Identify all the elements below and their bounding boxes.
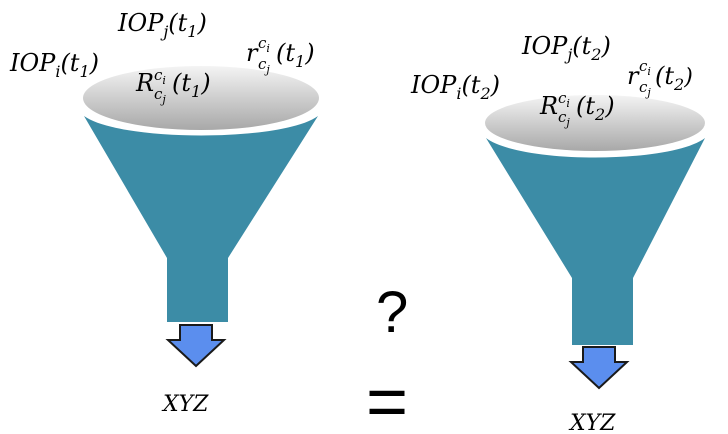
funnel-2-rim — [485, 95, 705, 151]
svg-text:(t1): (t1) — [276, 39, 315, 71]
funnel-1-output-label: XYZ — [161, 392, 209, 417]
svg-text:ci: ci — [154, 66, 166, 87]
funnel-2-r-lower-label: r ci cj (t2) — [627, 57, 693, 99]
svg-text:ci: ci — [258, 34, 270, 55]
svg-text:r: r — [627, 62, 640, 90]
funnel-2-iop-j-label: IOPj(t2) — [521, 32, 611, 64]
svg-text:r: r — [246, 39, 259, 67]
question-mark: ? — [376, 280, 408, 345]
funnel-1-rim — [83, 66, 319, 130]
svg-text:R: R — [135, 69, 154, 97]
svg-text:ci: ci — [639, 57, 651, 78]
funnel-1-iop-j-label: IOPj(t1) — [117, 9, 207, 41]
svg-text:(t1): (t1) — [172, 69, 211, 101]
svg-text:(t2): (t2) — [655, 62, 693, 94]
funnel-1-r-lower-label: r ci cj (t1) — [246, 34, 315, 76]
funnel-2-cone — [486, 138, 705, 345]
funnel-2: IOPi(t2) IOPj(t2) R ci cj (t2) r ci cj (… — [410, 32, 705, 434]
equals-sign: = — [366, 362, 408, 434]
svg-text:cj: cj — [258, 55, 270, 76]
svg-text:R: R — [539, 92, 558, 120]
funnel-2-r-upper-label: R ci cj (t2) — [539, 89, 615, 129]
svg-text:ci: ci — [558, 89, 570, 110]
funnel-1-iop-i-label: IOPi(t1) — [9, 49, 99, 81]
funnel-1-output-arrow-icon — [165, 324, 227, 368]
svg-text:cj: cj — [154, 85, 166, 106]
svg-text:cj: cj — [639, 78, 651, 99]
funnel-2-output-label: XYZ — [568, 411, 616, 434]
funnel-2-output-arrow-icon — [568, 346, 630, 390]
svg-text:cj: cj — [558, 108, 570, 129]
svg-text:(t2): (t2) — [576, 92, 615, 124]
funnel-2-iop-i-label: IOPi(t2) — [410, 71, 500, 103]
funnel-1: IOPi(t1) IOPj(t1) R ci cj (t1) r ci cj (… — [9, 9, 319, 417]
funnel-1-cone — [84, 116, 318, 322]
funnel-1-r-upper-label: R ci cj (t1) — [135, 66, 211, 106]
